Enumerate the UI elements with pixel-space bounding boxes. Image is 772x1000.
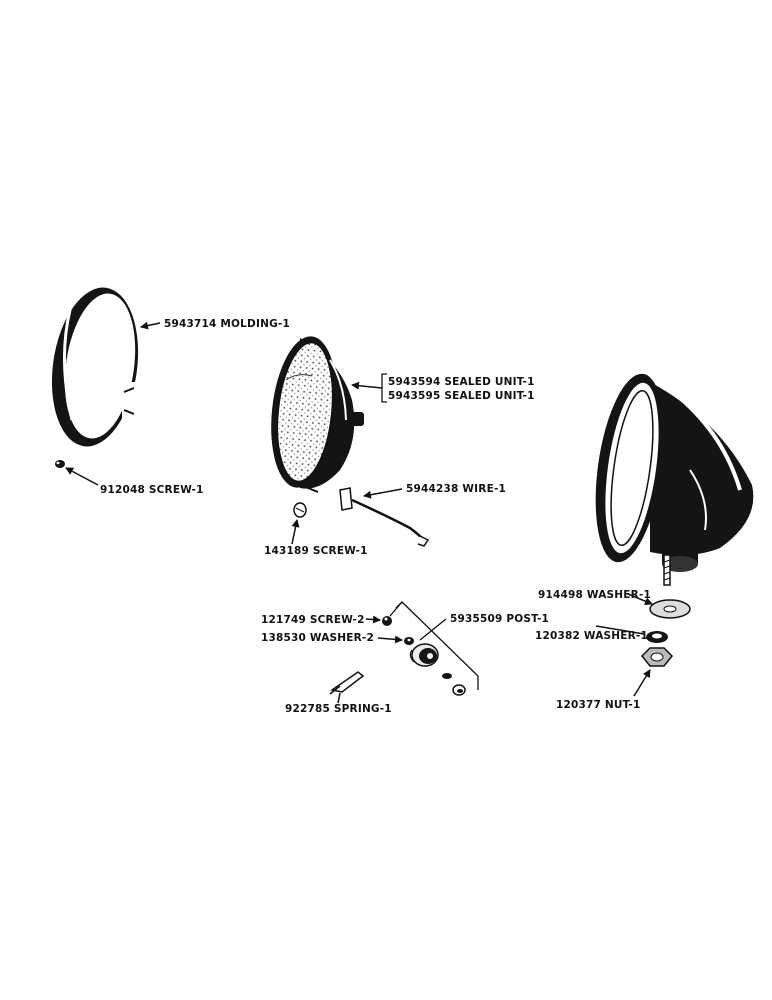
label-sealed-unit-b: 5943595 SEALED UNIT-1 [388,390,535,402]
post-small-parts [442,673,466,696]
leader-screw-121749 [365,615,381,624]
label-nut: 120377 NUT-1 [556,699,641,711]
leader-washer-120382 [595,625,645,635]
leader-screw-912048 [65,467,99,486]
molding-ring [51,287,139,447]
label-screw-912048: 912048 SCREW-1 [100,484,204,496]
label-post: 5935509 POST-1 [450,613,549,625]
screw-143189-part [293,502,307,518]
leader-screw-143189 [291,519,300,545]
spring-922785-part [329,671,365,695]
label-screw-143189: 143189 SCREW-1 [264,545,368,557]
label-washer-120382: 120382 WASHER-1 [535,630,648,642]
label-washer-138530: 138530 WASHER-2 [261,632,374,644]
washer-120382-part [646,631,668,643]
nut-120377-part [640,647,674,667]
label-washer-914498: 914498 WASHER-1 [538,589,651,601]
screw-912048-part [55,460,65,468]
washer-914498-part [649,599,691,619]
leader-spring [337,692,341,704]
leader-post [419,618,447,641]
leader-wire [363,488,403,499]
sealed-unit-lamp [271,336,364,493]
post-assembly-outline [389,601,479,690]
label-molding: 5943714 MOLDING-1 [164,318,290,330]
wire-part [339,487,430,547]
part-labels: 5943714 MOLDING-1 912048 SCREW-1 5943594… [100,318,651,715]
post-part [409,643,439,667]
label-spring: 922785 SPRING-1 [285,703,392,715]
leader-lines [65,321,653,704]
leader-molding [140,321,161,330]
label-screw-121749: 121749 SCREW-2 [261,614,365,626]
label-wire: 5944238 WIRE-1 [406,483,506,495]
leader-washer-914498 [627,593,653,605]
leader-washer-138530 [377,635,403,644]
leader-nut [633,669,651,697]
sealed-unit-bracket [381,373,387,403]
screw-121749-part [382,616,392,626]
headlamp-shell [595,373,754,586]
washer-138530-part [404,637,414,645]
label-sealed-unit-a: 5943594 SEALED UNIT-1 [388,376,535,388]
leader-sealed-unit [351,381,383,390]
